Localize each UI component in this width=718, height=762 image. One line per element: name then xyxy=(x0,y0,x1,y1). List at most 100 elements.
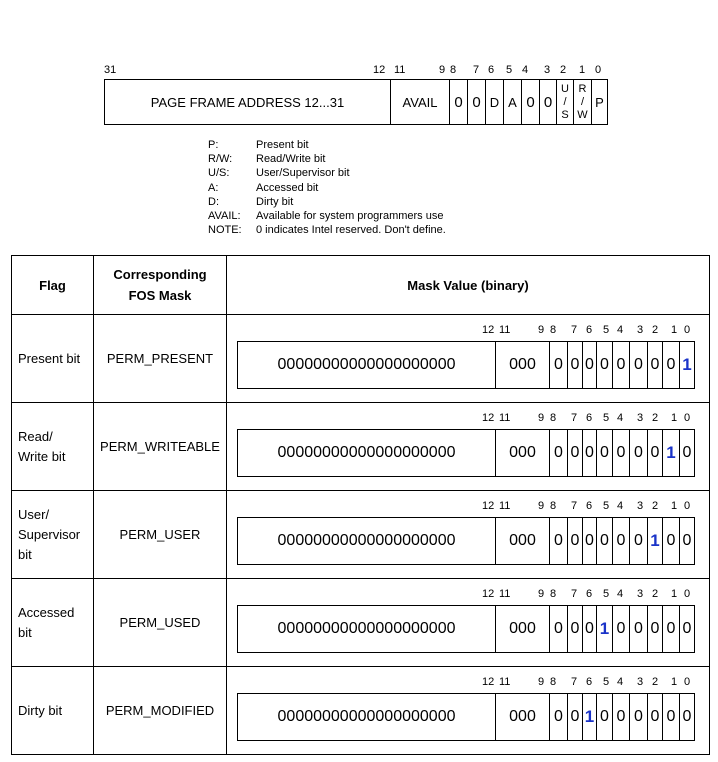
mask-bit: 0 xyxy=(568,518,583,564)
flag-name-line: Present bit xyxy=(18,350,81,366)
flag-name-cell: Read/Write bit xyxy=(11,402,94,491)
mask-bit: 0 xyxy=(550,430,568,476)
mask-bit: 0 xyxy=(597,342,613,388)
mask-bit-label: 8 xyxy=(550,588,557,600)
mask-bit: 0 xyxy=(663,606,680,652)
mask-high-bits: 00000000000000000000 xyxy=(238,606,496,652)
mask-bit: 0 xyxy=(550,342,568,388)
mask-bit: 0 xyxy=(630,518,648,564)
mask-avail-bits: 000 xyxy=(496,518,550,564)
mask-bit-label: 2 xyxy=(652,588,659,600)
mask-bit: 0 xyxy=(583,518,597,564)
mask-bit: 0 xyxy=(568,694,583,740)
mask-bit-label: 5 xyxy=(603,324,610,336)
mask-avail-bits: 000 xyxy=(496,430,550,476)
mask-bit-label: 7 xyxy=(571,500,578,512)
flags-table: Flag Corresponding FOS Mask Mask Value (… xyxy=(11,255,710,755)
mask-bit: 0 xyxy=(583,342,597,388)
flag-name-cell: Accessed bit xyxy=(11,578,94,667)
mask-bit-label: 1 xyxy=(671,500,678,512)
pte-bit-label: 12 xyxy=(373,64,386,76)
fos-mask-cell: PERM_PRESENT xyxy=(93,314,227,403)
mask-bit-label: 6 xyxy=(586,676,593,688)
mask-avail-bits: 000 xyxy=(496,342,550,388)
flag-name-line: Supervisor xyxy=(18,526,81,542)
legend-row: R/W:Read/Write bit xyxy=(208,152,446,166)
mask-bit: 0 xyxy=(663,694,680,740)
legend-row: NOTE:0 indicates Intel reserved. Don't d… xyxy=(208,223,446,237)
mask-bit-label: 12 xyxy=(482,412,495,424)
mask-bit-label: 11 xyxy=(499,412,511,424)
mask-bit: 0 xyxy=(648,342,663,388)
mask-bit: 0 xyxy=(630,342,648,388)
mask-bit-label: 4 xyxy=(617,676,624,688)
pte-field-us-bot: S xyxy=(561,108,569,121)
mask-bit-label: 7 xyxy=(571,588,578,600)
header-mask: Corresponding FOS Mask xyxy=(93,255,227,315)
mask-bit-label: 1 xyxy=(671,412,678,424)
mask-bit-label: 0 xyxy=(684,324,691,336)
mask-bit-label: 11 xyxy=(499,588,511,600)
pte-bit-label: 5 xyxy=(506,64,513,76)
legend-row: AVAIL:Available for system programmers u… xyxy=(208,209,446,223)
pte-bit-label: 11 xyxy=(394,64,406,76)
mask-bit-label: 5 xyxy=(603,588,610,600)
legend-key: A: xyxy=(208,181,219,194)
mask-bit-label: 8 xyxy=(550,676,557,688)
mask-bit-label: 7 xyxy=(571,412,578,424)
header-mask-line1: Corresponding xyxy=(113,267,207,282)
fos-mask-cell: PERM_USED xyxy=(93,578,227,667)
mask-bit-label: 3 xyxy=(637,500,644,512)
mask-high-bits: 00000000000000000000 xyxy=(238,694,496,740)
mask-bit-label: 3 xyxy=(637,324,644,336)
legend-value: 0 indicates Intel reserved. Don't define… xyxy=(256,224,446,237)
legend-row: P:Present bit xyxy=(208,138,446,152)
mask-bit-label: 4 xyxy=(617,412,624,424)
mask-bit: 0 xyxy=(648,430,663,476)
mask-high-bits: 00000000000000000000 xyxy=(238,430,496,476)
mask-bit-label: 3 xyxy=(637,412,644,424)
flag-name-line: Accessed xyxy=(18,604,75,620)
mask-bit: 0 xyxy=(630,694,648,740)
legend-key: D: xyxy=(208,195,219,208)
pte-bit-label: 2 xyxy=(560,64,567,76)
mask-bit-label: 0 xyxy=(684,588,691,600)
mask-bit-label: 9 xyxy=(538,588,545,600)
mask-set-bit: 1 xyxy=(682,355,692,374)
mask-bit: 0 xyxy=(550,518,568,564)
mask-bit-label: 11 xyxy=(499,324,511,336)
flag-name-line: bit xyxy=(18,624,32,640)
mask-bit: 0 xyxy=(597,694,613,740)
flag-name-line: Read/ xyxy=(18,428,53,444)
mask-bit: 0 xyxy=(613,518,630,564)
mask-bit-label: 5 xyxy=(603,412,610,424)
legend-value: Available for system programmers use xyxy=(256,210,444,223)
pte-field-us-mid: / xyxy=(563,95,567,108)
mask-bit-label: 3 xyxy=(637,676,644,688)
mask-set-bit: 1 xyxy=(663,430,680,476)
mask-set-bit: 1 xyxy=(648,518,663,564)
pte-bit-label: 8 xyxy=(450,64,457,76)
pte-bit-label: 0 xyxy=(595,64,602,76)
mask-high-bits: 00000000000000000000 xyxy=(238,342,496,388)
flag-name-cell: Present bit xyxy=(11,314,94,403)
flag-name-line: bit xyxy=(18,546,32,562)
pte-bit-label: 9 xyxy=(439,64,446,76)
mask-avail-bits: 000 xyxy=(496,694,550,740)
mask-bit: 0 xyxy=(663,342,680,388)
